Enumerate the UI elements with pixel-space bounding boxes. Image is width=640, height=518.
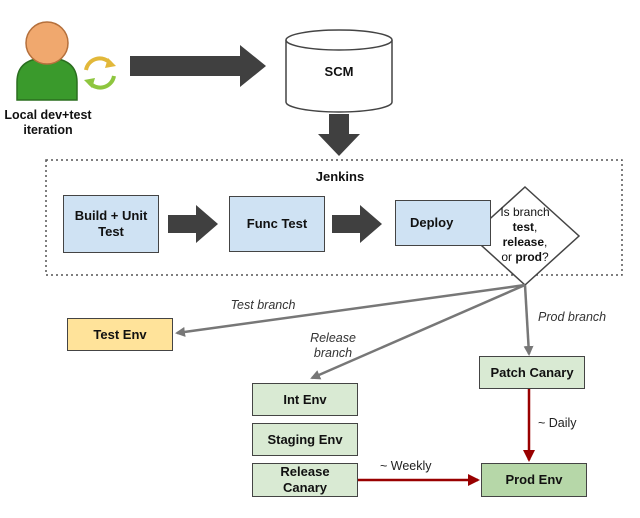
- daily-label: ~ Daily: [538, 416, 577, 430]
- developer-label-line2: iteration: [23, 123, 73, 137]
- test-env-box: Test Env: [67, 318, 173, 351]
- build-to-func-arrow: [168, 205, 218, 243]
- release-canary-line2: Canary: [282, 480, 328, 495]
- jenkins-title: Jenkins: [315, 169, 365, 184]
- release-canary-box: Release Canary: [252, 463, 358, 497]
- developer-label-line1: Local dev+test: [4, 108, 92, 122]
- func-to-deploy-arrow: [332, 205, 382, 243]
- decision-prod: prod: [515, 250, 542, 264]
- decision-or: or: [501, 250, 516, 264]
- developer-label: Local dev+test iteration: [0, 108, 96, 138]
- scm-cylinder: [285, 29, 393, 113]
- release-canary-line1: Release: [280, 464, 330, 479]
- release-branch-arrow: [310, 283, 526, 380]
- build-stage-line1: Build + Unit: [74, 208, 148, 223]
- release-branch-label-line1: Release: [310, 331, 356, 345]
- prod-env-box: Prod Env: [481, 463, 587, 497]
- weekly-label: ~ Weekly: [380, 459, 432, 473]
- scm-to-jenkins-arrow: [318, 114, 360, 156]
- deploy-stage: Deploy: [395, 200, 491, 246]
- refresh-icon: [84, 56, 116, 90]
- decision-line1: Is branch: [500, 205, 550, 219]
- prod-branch-arrow: [523, 284, 534, 356]
- build-unit-test-stage: Build + Unit Test: [63, 195, 159, 253]
- test-branch-label: Test branch: [230, 298, 296, 312]
- dev-to-scm-arrow: [130, 45, 266, 87]
- test-branch-arrow: [175, 283, 526, 337]
- func-test-stage: Func Test: [229, 196, 325, 252]
- release-branch-label: Release branch: [303, 331, 363, 361]
- int-env-box: Int Env: [252, 383, 358, 416]
- developer-avatar: [16, 21, 78, 101]
- staging-env-box: Staging Env: [252, 423, 358, 456]
- build-stage-line2: Test: [98, 224, 124, 239]
- branch-decision-text: Is branch test, release, or prod?: [486, 205, 564, 265]
- decision-release: release: [502, 235, 545, 249]
- release-branch-label-line2: branch: [313, 346, 353, 360]
- scm-label: SCM: [324, 64, 354, 79]
- patch-canary-box: Patch Canary: [479, 356, 585, 389]
- decision-test: test: [512, 220, 534, 234]
- decision-question: ?: [542, 250, 549, 264]
- prod-branch-label: Prod branch: [538, 310, 607, 324]
- decision-comma-2: ,: [544, 235, 548, 249]
- decision-comma-1: ,: [534, 220, 538, 234]
